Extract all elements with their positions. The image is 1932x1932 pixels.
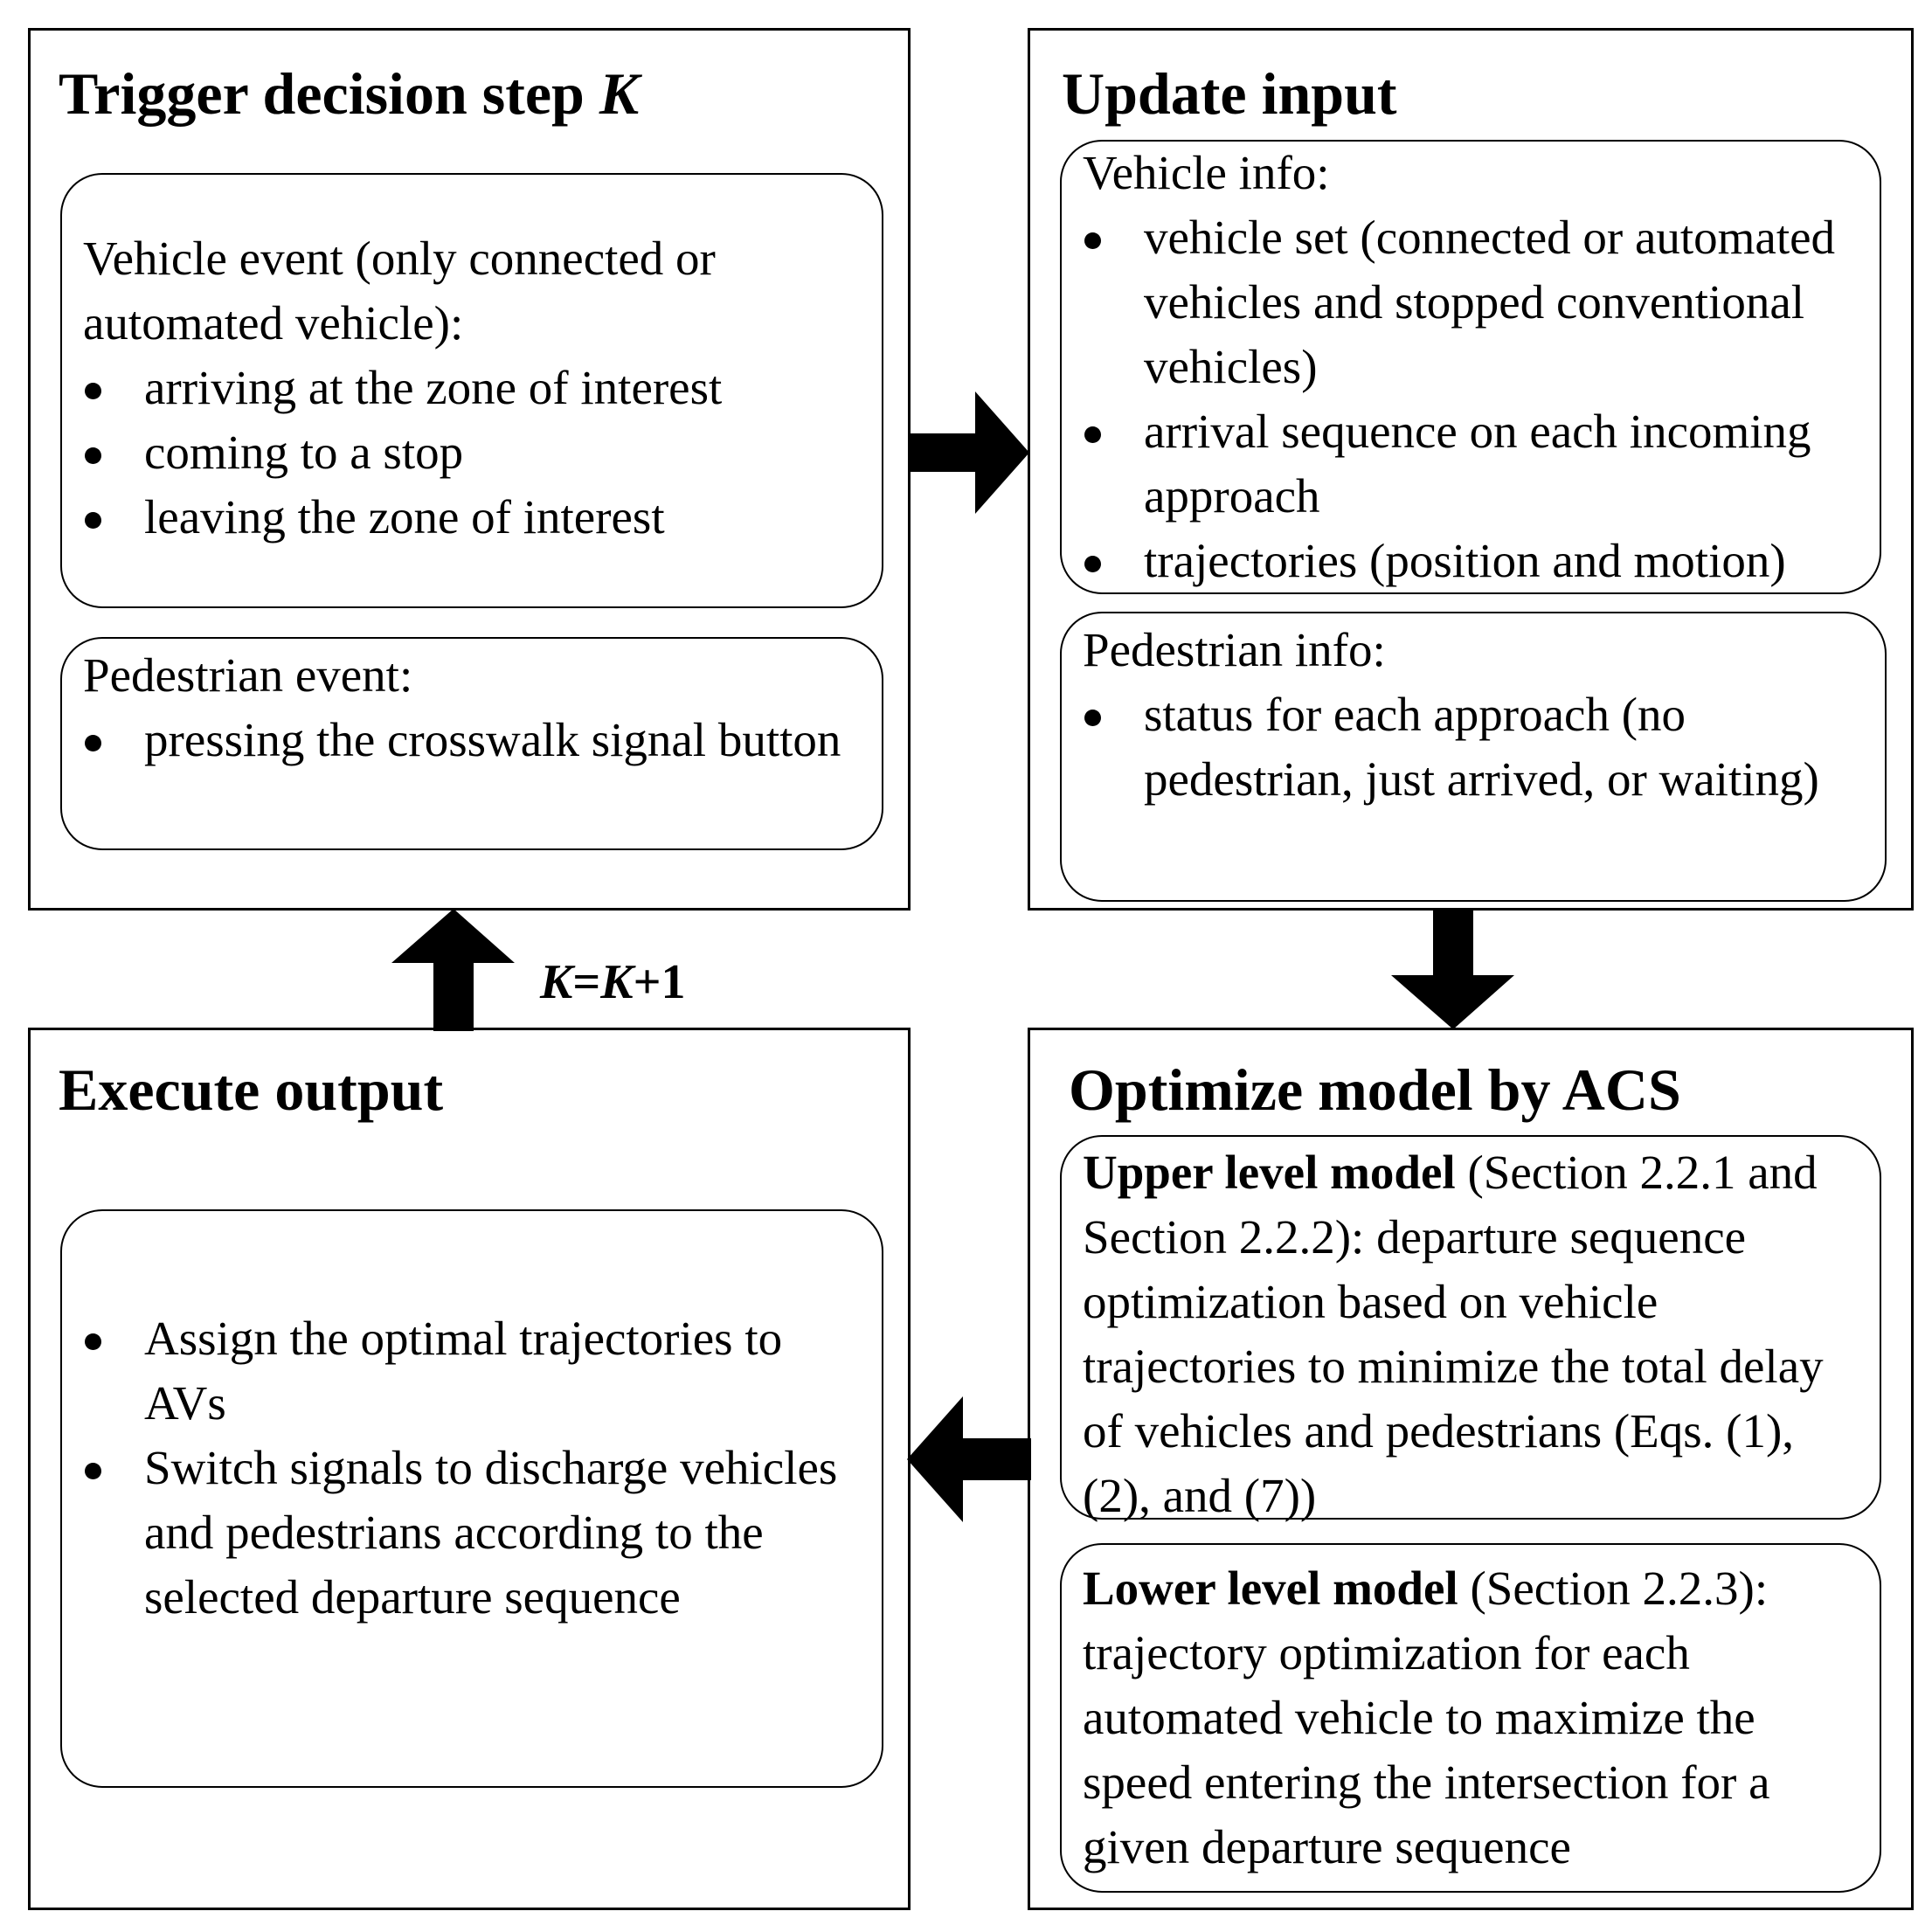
optimize-panel: Optimize model by ACS Upper level model … — [1028, 1028, 1914, 1910]
vehicle-event-list: arriving at the zone of interest coming … — [83, 356, 869, 550]
lower-level-label: Lower level model — [1083, 1562, 1458, 1615]
list-item: vehicle set (connected or automated vehi… — [1083, 205, 1873, 399]
pedestrian-event-box — [60, 637, 883, 850]
list-item: leaving the zone of interest — [83, 485, 869, 550]
pedestrian-info-heading: Pedestrian info: — [1083, 623, 1386, 676]
vehicle-event-heading: Vehicle event (only connected or automat… — [83, 232, 716, 350]
lower-level-description: (Section 2.2.3): trajectory optimization… — [1083, 1562, 1770, 1873]
upper-level-box — [1060, 1135, 1881, 1520]
list-item: pressing the crosswalk signal button — [83, 708, 843, 772]
pedestrian-event-heading: Pedestrian event: — [83, 648, 413, 702]
execute-list: Assign the optimal trajectories to AVs S… — [83, 1306, 869, 1630]
loop-equals: = — [572, 955, 601, 1009]
upper-level-label: Upper level model — [1083, 1146, 1456, 1199]
pedestrian-info-list: status for each approach (no pedestrian,… — [1083, 682, 1852, 812]
update-panel: Update input Vehicle info: vehicle set (… — [1028, 28, 1914, 911]
execute-panel: Execute output Assign the optimal trajec… — [28, 1028, 911, 1910]
pedestrian-info-text: Pedestrian info: status for each approac… — [1083, 618, 1852, 812]
vehicle-info-list: vehicle set (connected or automated vehi… — [1083, 205, 1873, 593]
pedestrian-event-list: pressing the crosswalk signal button — [83, 708, 843, 772]
arrow-left-icon — [907, 1396, 1031, 1522]
trigger-title-text: Trigger decision step — [59, 60, 599, 127]
list-item: status for each approach (no pedestrian,… — [1083, 682, 1852, 812]
trigger-panel: Trigger decision step K Vehicle event (o… — [28, 28, 911, 911]
vehicle-event-box — [60, 173, 883, 608]
optimize-title: Optimize model by ACS — [1069, 1056, 1681, 1123]
upper-level-description: (Section 2.2.1 and Section 2.2.2): depar… — [1083, 1146, 1824, 1522]
list-item: arriving at the zone of interest — [83, 356, 869, 420]
execute-title: Execute output — [59, 1056, 444, 1123]
list-item: Assign the optimal trajectories to AVs — [83, 1306, 869, 1436]
vehicle-info-box — [1060, 140, 1881, 594]
upper-level-text: Upper level model (Section 2.2.1 and Sec… — [1083, 1140, 1869, 1528]
loop-var-1: K — [540, 955, 573, 1009]
arrow-right-icon — [909, 391, 1029, 514]
list-item: coming to a stop — [83, 420, 869, 485]
pedestrian-event-text: Pedestrian event: pressing the crosswalk… — [83, 643, 843, 772]
loop-increment-label: K=K+1 — [540, 958, 686, 1007]
list-item: trajectories (position and motion) — [1083, 529, 1873, 593]
trigger-title: Trigger decision step K — [59, 64, 639, 123]
update-title: Update input — [1062, 60, 1397, 127]
lower-level-box — [1060, 1543, 1881, 1893]
execute-box — [60, 1209, 883, 1788]
loop-var-2: K — [600, 955, 634, 1009]
vehicle-info-text: Vehicle info: vehicle set (connected or … — [1083, 141, 1873, 593]
arrow-down-icon — [1391, 909, 1514, 1029]
arrow-up-icon — [391, 909, 515, 1031]
lower-level-text: Lower level model (Section 2.2.3): traje… — [1083, 1556, 1869, 1880]
list-item: arrival sequence on each incoming approa… — [1083, 399, 1873, 529]
trigger-title-variable: K — [599, 60, 640, 127]
loop-plus-one: +1 — [633, 955, 686, 1009]
pedestrian-info-box — [1060, 612, 1887, 902]
vehicle-info-heading: Vehicle info: — [1083, 146, 1330, 199]
list-item: Switch signals to discharge vehicles and… — [83, 1436, 869, 1630]
vehicle-event-text: Vehicle event (only connected or automat… — [83, 226, 869, 550]
execute-text: Assign the optimal trajectories to AVs S… — [83, 1306, 869, 1630]
